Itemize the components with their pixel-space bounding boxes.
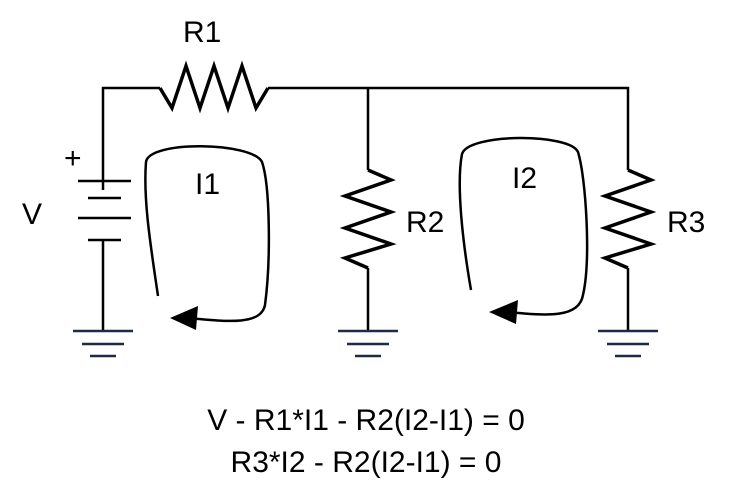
label-plus: + (64, 142, 82, 175)
label-v: V (22, 198, 42, 231)
arrow-head-i2 (489, 300, 518, 324)
resistor-r1 (158, 60, 270, 114)
battery-v (78, 179, 131, 242)
equation-line-1: V - R1*I1 - R2(I2-I1) = 0 (207, 404, 525, 437)
ground-middle (338, 329, 398, 358)
label-i2: I2 (512, 162, 537, 195)
label-r1: R1 (183, 16, 221, 49)
label-r2: R2 (406, 206, 444, 239)
arrow-head-i1 (170, 306, 198, 330)
loop-current-i1 (144, 145, 271, 323)
label-i1: I1 (195, 168, 220, 201)
label-r3: R3 (667, 206, 705, 239)
resistor-r3 (599, 168, 657, 270)
ground-left (73, 329, 133, 358)
resistor-r2 (339, 168, 397, 270)
equation-line-2: R3*I2 - R2(I2-I1) = 0 (231, 446, 502, 479)
loop-current-i2 (458, 136, 589, 316)
ground-right (598, 329, 658, 358)
top-wire (101, 86, 630, 190)
